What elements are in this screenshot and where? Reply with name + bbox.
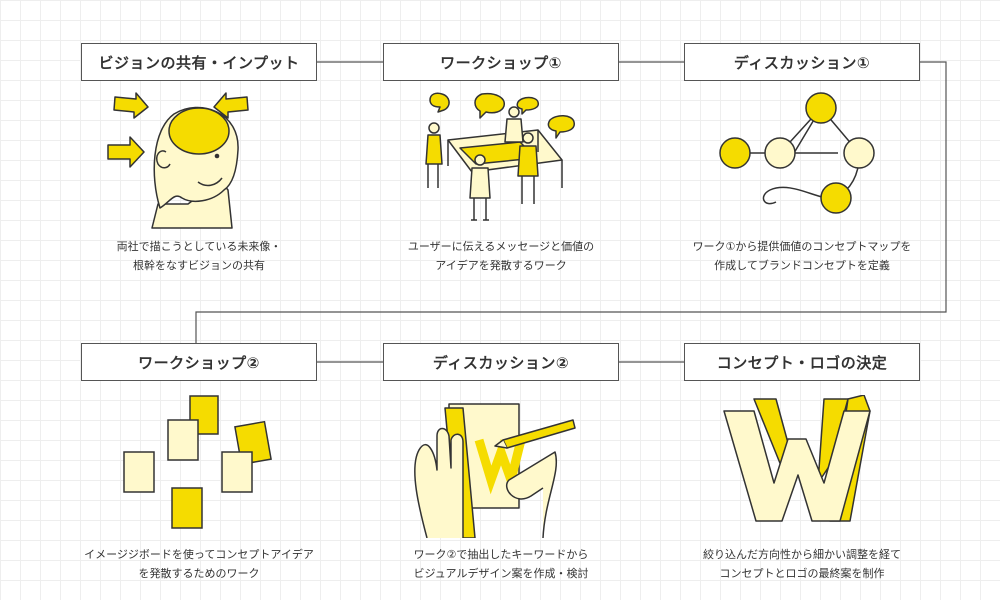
step-description-discussion-1: ワーク①から提供価値のコンセプトマップを 作成してブランドコンセプトを定義 [652,237,952,275]
head-vision-icon [107,92,249,229]
description-line: 作成してブランドコンセプトを定義 [714,259,890,272]
design-drawing-icon [414,403,576,538]
step-description-discussion-2: ワーク②で抽出したキーワードから ビジュアルデザイン案を作成・検討 [351,545,651,583]
description-line: 絞り込んだ方向性から細かい調整を経て [703,548,901,561]
step-title: コンセプト・ロゴの決定 [716,353,888,372]
workshop-people-icon [425,92,575,221]
step-title: ディスカッション① [733,53,871,72]
step-box-discussion-2: ディスカッション② [383,343,619,381]
description-line: を発散するためのワーク [138,567,260,580]
description-line: ワーク②で抽出したキーワードから [413,548,589,561]
step-description-vision-sharing: 両社で描こうとしている未来像・ 根幹をなすビジョンの共有 [49,237,349,275]
step-title: ワークショップ① [440,53,562,72]
step-box-workshop-1: ワークショップ① [383,43,619,81]
description-line: 両社で描こうとしている未来像・ [116,240,282,253]
step-title: ディスカッション② [432,353,570,372]
description-line: 根幹をなすビジョンの共有 [133,259,265,272]
step-title: ワークショップ② [138,353,260,372]
description-line: ビジュアルデザイン案を作成・検討 [413,567,589,580]
step-box-vision-sharing: ビジョンの共有・インプット [81,43,317,81]
step-description-workshop-2: イメージジボードを使ってコンセプトアイデア を発散するためのワーク [49,545,349,583]
description-line: アイデアを発散するワーク [435,259,567,272]
step-box-discussion-1: ディスカッション① [684,43,920,81]
step-title: ビジョンの共有・インプット [98,53,300,72]
w-logo-icon [723,395,871,522]
step-description-workshop-1: ユーザーに伝えるメッセージと価値の アイデアを発散するワーク [351,237,651,275]
description-line: イメージジボードを使ってコンセプトアイデア [84,548,314,561]
sticky-notes-icon [123,395,272,529]
step-description-concept-logo-decision: 絞り込んだ方向性から細かい調整を経て コンセプトとロゴの最終案を制作 [652,545,952,583]
description-line: ワーク①から提供価値のコンセプトマップを [692,240,912,253]
concept-map-icon [719,92,875,214]
description-line: ユーザーに伝えるメッセージと価値の [407,240,595,253]
description-line: コンセプトとロゴの最終案を制作 [719,567,885,580]
step-box-workshop-2: ワークショップ② [81,343,317,381]
step-box-concept-logo-decision: コンセプト・ロゴの決定 [684,343,920,381]
